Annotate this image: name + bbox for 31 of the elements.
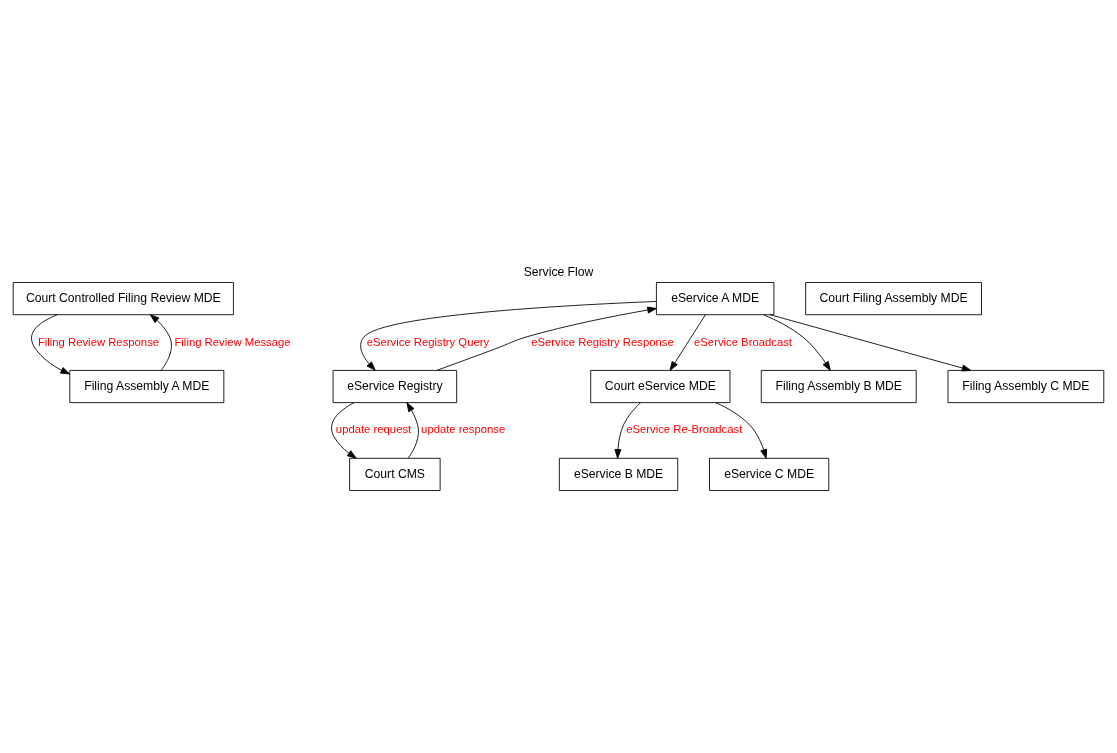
node-box: Court CMS (349, 457, 441, 491)
node-box: Filing Assembly B MDE (760, 369, 917, 404)
arrow (763, 314, 831, 371)
edge-label: eService Registry Response (531, 335, 674, 348)
arrow (406, 402, 419, 459)
edge-label: Filing Review Message (174, 335, 291, 348)
arrow (149, 314, 172, 371)
edge-label: eService Re-Broadcast (626, 423, 743, 436)
arrow (715, 402, 768, 459)
arrow (769, 314, 972, 372)
node-box: eService A MDE (656, 282, 775, 316)
edge-label: eService Registry Query (366, 335, 490, 348)
edge-label: update response (421, 423, 506, 436)
node-box: Court eService MDE (590, 369, 731, 404)
arrow (331, 402, 357, 459)
edge-label: eService Broadcast (694, 335, 792, 348)
node-box: eService C MDE (709, 457, 830, 491)
node-box: Court Controlled Filing Review MDE (12, 282, 234, 316)
node-box: eService B MDE (558, 457, 679, 491)
diagram-title: Service Flow (523, 264, 594, 279)
arrow (360, 301, 657, 371)
arrow (31, 314, 71, 375)
arrow (436, 306, 657, 371)
node-box: Filing Assembly C MDE (947, 369, 1105, 404)
node-box: eService Registry (332, 369, 458, 404)
node-box: Court Filing Assembly MDE (805, 282, 982, 316)
arrow (614, 402, 641, 459)
edge-label: Filing Review Response (37, 335, 160, 348)
edge-label: update request (335, 423, 412, 436)
arrow (669, 314, 706, 371)
node-box: Filing Assembly A MDE (69, 369, 225, 404)
